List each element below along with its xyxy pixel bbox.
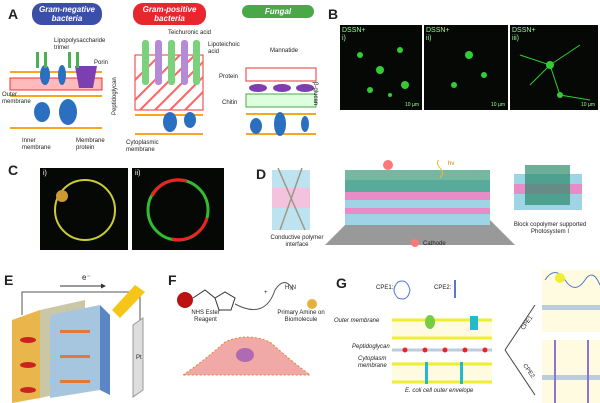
label-hv: hv (448, 161, 455, 167)
vesicle (54, 179, 116, 241)
green-neurons (519, 44, 591, 101)
stain-label: DSSN+ (342, 27, 366, 34)
amine-group: H₂N (285, 285, 296, 291)
cathode-plate (325, 220, 515, 245)
panel-a-label: A (8, 6, 19, 22)
panel-e-label: E (4, 272, 14, 288)
label-glucan: β-glucan (312, 82, 318, 106)
green-cells (451, 51, 487, 88)
vesicle (146, 178, 210, 242)
cpe-membrane-diagram (392, 270, 600, 403)
label-lipoteichoic: Lipoteichoic acid (208, 42, 240, 55)
scale-bar: 10 µm (491, 102, 505, 108)
light-wave (437, 160, 443, 179)
label-cpe1: CPE1: (376, 285, 394, 291)
gram-positive-membrane (134, 40, 204, 135)
panel-b-label: B (328, 6, 339, 22)
label-protein: Protein (219, 74, 239, 80)
gram-negative-membrane (9, 52, 103, 129)
panel-g-label: G (336, 275, 347, 291)
label-porin: Porin (94, 60, 109, 66)
label-chitin: Chitin (222, 100, 238, 106)
conductive-polymer-inset (272, 167, 310, 231)
label-ecoli-envelope: E. coli cell outer envelope (405, 388, 474, 394)
micrograph-b-i: DSSN+ i) 10 µm (340, 25, 422, 110)
label-block-copolymer: Block copolymer supported Photosystem I (513, 222, 587, 235)
label-mannatide: Mannatide (270, 48, 299, 54)
envelope (392, 315, 492, 384)
nhs-reaction-diagram (177, 282, 317, 376)
subpanel-label: iii) (512, 35, 519, 42)
label-peptidoglycan: Peptidoglycan (112, 77, 118, 115)
bead (177, 292, 193, 308)
label-cathode: Cathode (423, 241, 446, 247)
biofuel-cell-diagram (12, 283, 145, 403)
plus-sign: + (264, 290, 268, 296)
label-cytoplasm-membrane: Cytoplasm membrane (358, 356, 387, 369)
subpanel-label: i) (342, 35, 346, 42)
micrograph-c-i: i) (40, 168, 128, 250)
header-fungal: Fungal (242, 5, 314, 18)
header-gram-negative: Gram-negative bacteria (32, 3, 102, 25)
label-conductive-polymer: Conductive polymer interface (270, 235, 324, 248)
subpanel-label: ii) (426, 35, 432, 42)
envelope-cpe2 (542, 340, 600, 403)
green-cells (357, 47, 409, 97)
header-gram-positive: Gram-positive bacteria (133, 3, 206, 25)
micrograph-b-ii: DSSN+ ii) 10 µm (424, 25, 508, 110)
fungal-membrane (245, 67, 317, 136)
label-inner-membrane: Inner membrane (22, 138, 51, 151)
label-nhs-ester: NHS Ester Reagent (191, 310, 220, 323)
photosystem-inset (514, 165, 582, 210)
panel-d-label: D (256, 166, 267, 182)
cell-wall-diagrams (9, 40, 317, 136)
micrograph-c-ii: ii) (132, 168, 224, 250)
label-teichuronic: Teichuronic acid (168, 30, 212, 36)
photosystem-diagram (272, 160, 582, 247)
stain-label: DSSN+ (426, 27, 450, 34)
subpanel-label: ii) (135, 170, 141, 177)
panel-c-label: C (8, 162, 19, 178)
stain-label: DSSN+ (512, 27, 536, 34)
load-bolt (112, 285, 145, 318)
panel-f-label: F (168, 272, 177, 288)
label-primary-amine: Primary Amine on Biomolecule (277, 310, 325, 323)
label-cytoplasmic: Cytoplasmic membrane (126, 140, 159, 153)
label-peptidoglycan: Peptidoglycan (352, 344, 390, 350)
pt-electrode (132, 317, 144, 398)
label-cpe2: CPE2: (434, 285, 452, 291)
label-membrane-protein: Membrane protein (76, 138, 105, 151)
subpanel-label: i) (43, 170, 47, 177)
pt-label: Pt (136, 355, 142, 361)
label-lps: Lipopolysaccharide trimer (54, 38, 106, 51)
electron-label: e⁻ (82, 273, 91, 282)
micrograph-b-iii: DSSN+ iii) 10 µm (510, 25, 598, 110)
scale-bar: 10 µm (581, 102, 595, 108)
label-outer-membrane: Outer membrane (334, 318, 380, 324)
label-outer-membrane: Outer membrane (2, 92, 31, 105)
scale-bar: 10 µm (405, 102, 419, 108)
envelope-cpe1 (542, 270, 600, 332)
